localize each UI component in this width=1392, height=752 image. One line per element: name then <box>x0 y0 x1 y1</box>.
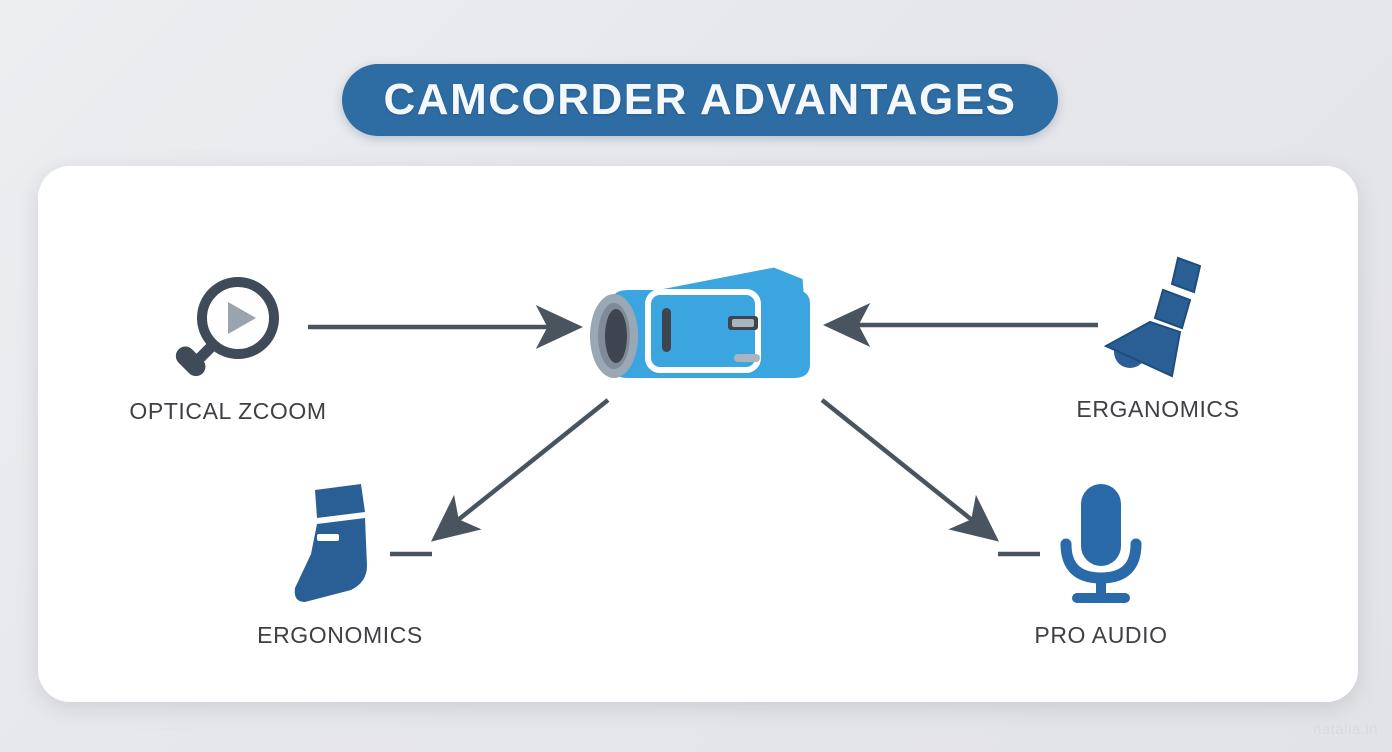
hand-grip-icon-wrapper <box>1100 252 1216 382</box>
hand-grip-icon <box>1103 256 1202 378</box>
node-ergonomics[interactable]: ERGONOMICS <box>257 482 422 649</box>
camcorder-icon <box>590 264 810 378</box>
boot-grip-icon <box>294 484 367 602</box>
node-erganomics[interactable]: ERGANOMICS <box>1072 252 1244 423</box>
node-optical-zoom[interactable]: OPTICAL ZCOOM <box>129 272 327 425</box>
node-pro-audio[interactable]: PRO AUDIO <box>1010 478 1192 649</box>
watermark: natalia.in <box>1312 721 1378 738</box>
magnifier-play-icon <box>175 277 279 377</box>
page-title-banner: CAMCORDER ADVANTAGES <box>342 64 1058 136</box>
diagram-card <box>38 166 1358 702</box>
node-label-optical-zoom: OPTICAL ZCOOM <box>129 398 327 424</box>
boot-grip-icon-wrapper <box>287 482 393 608</box>
node-label-ergonomics: ERGONOMICS <box>257 622 423 648</box>
microphone-icon-wrapper <box>1046 478 1156 608</box>
microphone-icon <box>1060 484 1142 603</box>
node-label-pro-audio: PRO AUDIO <box>1034 622 1168 648</box>
node-label-erganomics: ERGANOMICS <box>1076 396 1240 422</box>
magnifier-play-icon-wrapper <box>168 272 288 384</box>
camcorder-node <box>578 246 822 404</box>
page-title: CAMCORDER ADVANTAGES <box>383 75 1017 124</box>
